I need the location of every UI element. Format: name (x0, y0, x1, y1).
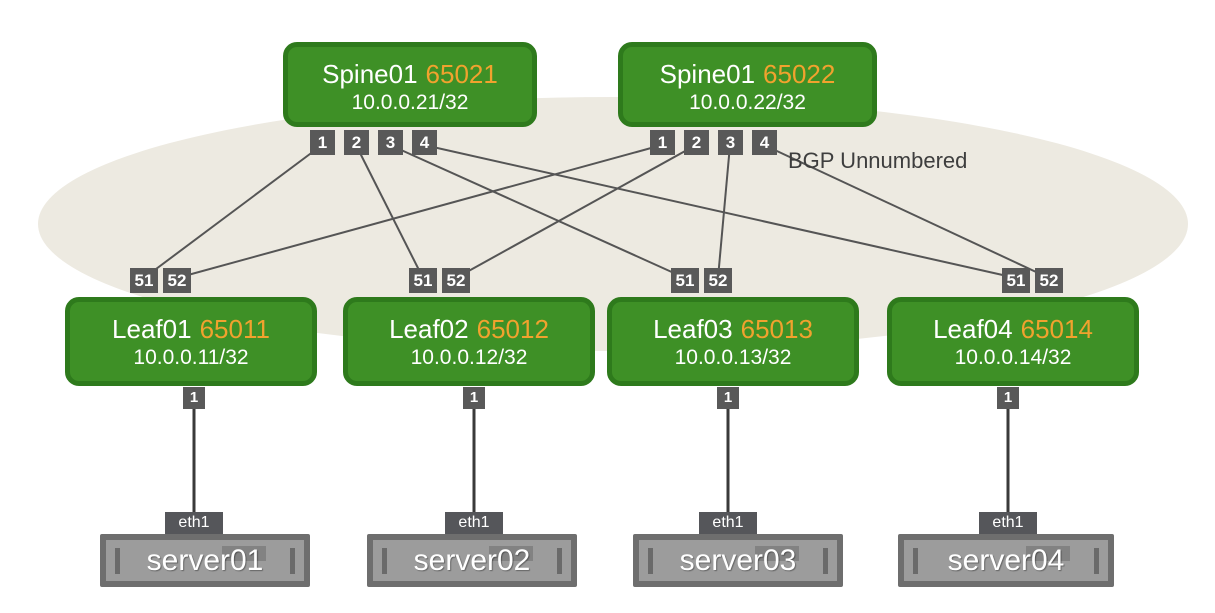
server2-left-bar (382, 547, 387, 574)
link-spine2-p4-leaf04-p52 (763, 144, 1050, 279)
server3-slot (755, 546, 799, 561)
server2-slot (489, 546, 533, 561)
server3-left-bar (648, 547, 653, 574)
server1-right-bar (290, 547, 295, 574)
leaf2-port-1: 1 (463, 387, 485, 409)
spine1-port-4: 4 (412, 130, 437, 155)
leaf1-ip: 10.0.0.11/32 (133, 346, 249, 369)
spine2-port-1: 1 (650, 130, 675, 155)
leaf4-port-52: 52 (1035, 268, 1063, 293)
server4-chassis: server04 (904, 540, 1108, 581)
link-spine2-p1-leaf01-p52 (176, 144, 663, 279)
leaf4-name: Leaf04 (933, 314, 1013, 344)
server3-right-bar (823, 547, 828, 574)
bgp-unnumbered-label: BGP Unnumbered (788, 148, 968, 173)
spine1-port-1: 1 (310, 130, 335, 155)
leaf3-port-51: 51 (671, 268, 699, 293)
leaf4-asn: 65014 (1020, 314, 1093, 344)
link-spine1-p3-leaf03-p51 (389, 144, 686, 279)
server4-right-bar (1094, 547, 1099, 574)
leaf2-asn: 65012 (476, 314, 549, 344)
leaf1-asn: 65011 (199, 314, 270, 344)
spine1-port-3: 3 (378, 130, 403, 155)
leaf2-ip: 10.0.0.12/32 (410, 346, 528, 369)
link-spine1-p1-leaf01-p51 (143, 144, 323, 279)
leaf2-port-51: 51 (409, 268, 437, 293)
spine2-ip: 10.0.0.22/32 (689, 91, 806, 114)
leaf4-ip: 10.0.0.14/32 (954, 346, 1072, 369)
link-spine2-p2-leaf02-p52 (455, 144, 697, 279)
link-spine2-p3-leaf03-p52 (717, 144, 731, 279)
server2-node: server02 (367, 534, 577, 587)
server2-label: server02 (413, 543, 531, 577)
spine2-name: Spine01 (659, 59, 756, 89)
spine1-asn: 65021 (425, 59, 498, 89)
server1-node: server01 (100, 534, 310, 587)
leaf3-port-52: 52 (704, 268, 732, 293)
server1-label: server01 (146, 543, 264, 577)
server1-chassis: server01 (106, 540, 304, 581)
leaf3-asn: 65013 (740, 314, 813, 344)
server3-chassis: server03 (639, 540, 837, 581)
server1-eth1-port: eth1 (165, 512, 223, 534)
leaf1-port-1: 1 (183, 387, 205, 409)
leaf3-ip: 10.0.0.13/32 (674, 346, 792, 369)
server1-slot (222, 546, 266, 561)
spine2-port-2: 2 (684, 130, 709, 155)
leaf3-name: Leaf03 (653, 314, 733, 344)
server4-left-bar (913, 547, 918, 574)
leaf2-name: Leaf02 (389, 314, 469, 344)
server4-label: server04 (947, 543, 1065, 577)
server2-eth1-port: eth1 (445, 512, 503, 534)
spine1-name: Spine01 (322, 59, 418, 89)
leaf2-port-52: 52 (442, 268, 470, 293)
leaf4-port-1: 1 (997, 387, 1019, 409)
leaf1-name: Leaf01 (112, 314, 192, 344)
leaf4-port-51: 51 (1002, 268, 1030, 293)
server4-node: server04 (898, 534, 1114, 587)
server4-eth1-port: eth1 (979, 512, 1037, 534)
server2-chassis: server02 (373, 540, 571, 581)
server3-label: server03 (679, 543, 797, 577)
server2-right-bar (557, 547, 562, 574)
server4-slot (1026, 546, 1070, 561)
server1-left-bar (115, 547, 120, 574)
spine2-asn: 65022 (763, 59, 836, 89)
link-spine1-p2-leaf02-p51 (355, 144, 424, 279)
leaf3-port-1: 1 (717, 387, 739, 409)
spine1-port-2: 2 (344, 130, 369, 155)
spine1-ip: 10.0.0.21/32 (351, 91, 469, 114)
leaf1-port-51: 51 (130, 268, 158, 293)
spine2-port-4: 4 (752, 130, 777, 155)
spine2-port-3: 3 (718, 130, 743, 155)
server3-eth1-port: eth1 (699, 512, 757, 534)
server3-node: server03 (633, 534, 843, 587)
bgp-unnumbered-ellipse (38, 97, 1188, 351)
leaf1-port-52: 52 (163, 268, 191, 293)
link-spine1-p4-leaf04-p51 (423, 144, 1017, 279)
